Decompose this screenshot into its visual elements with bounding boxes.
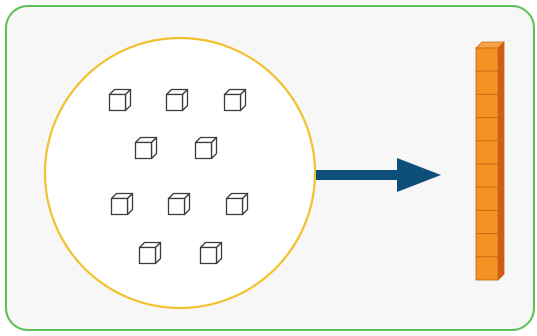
unit-cube-icon bbox=[223, 88, 247, 112]
unit-cube-group-circle bbox=[43, 36, 317, 310]
rod-side-divider bbox=[497, 134, 505, 142]
unit-cube-icon bbox=[167, 192, 191, 216]
ten-rod bbox=[475, 41, 505, 281]
unit-cube-icon bbox=[138, 241, 162, 265]
rod-unit bbox=[475, 163, 499, 188]
rod-unit bbox=[475, 47, 499, 72]
rod-side-divider bbox=[497, 273, 505, 281]
rod-side-divider bbox=[497, 204, 505, 211]
rod-unit bbox=[475, 186, 499, 211]
arrow-head bbox=[397, 158, 441, 192]
right-arrow-icon bbox=[316, 158, 441, 192]
rod-side-divider bbox=[497, 111, 505, 118]
unit-cubes bbox=[108, 88, 249, 265]
rod-side-divider bbox=[497, 180, 505, 188]
rod-unit bbox=[475, 256, 499, 281]
rod-side-divider bbox=[497, 88, 505, 95]
rod-side-divider bbox=[497, 64, 505, 72]
unit-cube-icon bbox=[110, 192, 134, 216]
unit-cube-icon bbox=[134, 136, 158, 160]
unit-cube-icon bbox=[194, 136, 218, 160]
rod-side-divider bbox=[497, 157, 505, 165]
unit-cube-icon bbox=[108, 88, 132, 112]
unit-cube-icon bbox=[199, 241, 223, 265]
rod-unit bbox=[475, 70, 499, 95]
rod-unit bbox=[475, 117, 499, 142]
rod-side-divider bbox=[497, 250, 505, 258]
rod-unit bbox=[475, 93, 499, 119]
rod-unit bbox=[475, 233, 499, 258]
unit-cube-icon bbox=[165, 88, 189, 112]
arrow-shaft bbox=[316, 170, 400, 180]
unit-cube-icon bbox=[225, 192, 249, 216]
rod-unit bbox=[475, 209, 499, 235]
rod-unit bbox=[475, 140, 499, 165]
rod-side-divider bbox=[497, 227, 505, 234]
